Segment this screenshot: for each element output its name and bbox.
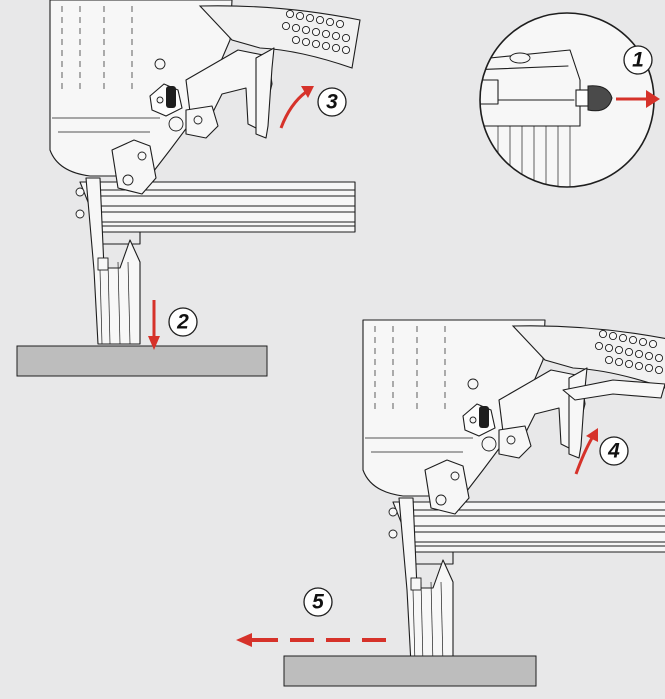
arrow-step-3 <box>279 86 314 129</box>
step-number: 4 <box>607 440 620 463</box>
arrow-step-1 <box>616 90 660 108</box>
step-number: 5 <box>312 591 324 614</box>
step-number: 1 <box>632 49 644 72</box>
step-badge-5: 5 <box>303 587 333 617</box>
arrow-step-4 <box>574 428 598 475</box>
workpiece-bottom <box>283 655 537 687</box>
step-badge-4: 4 <box>599 436 629 466</box>
step-badge-3: 3 <box>317 87 347 117</box>
workpiece-top <box>16 345 268 377</box>
step-badge-2: 2 <box>168 307 198 337</box>
step-number: 2 <box>176 311 189 334</box>
step-badge-1: 1 <box>623 45 653 75</box>
nailer-top <box>49 0 361 345</box>
arrow-step-2 <box>148 300 160 350</box>
detail-inset <box>479 12 655 188</box>
nailer-bottom <box>362 319 665 665</box>
step-number: 3 <box>326 91 338 114</box>
arrow-step-5 <box>236 633 386 647</box>
